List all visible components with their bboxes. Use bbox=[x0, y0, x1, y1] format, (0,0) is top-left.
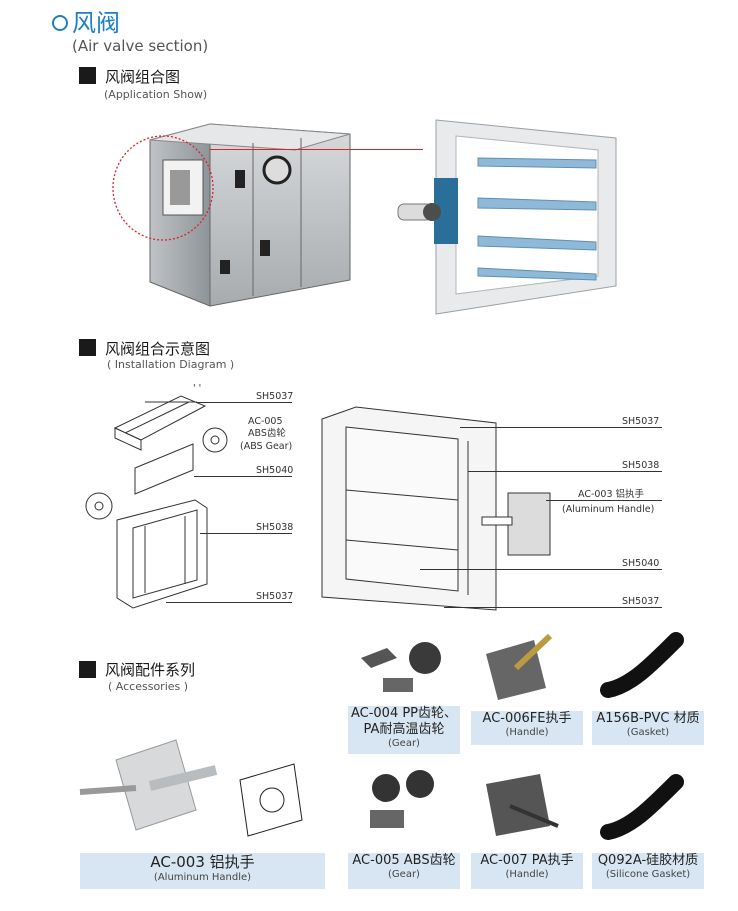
caption-title: Q092A-硅胶材质 bbox=[597, 853, 699, 868]
leader-line bbox=[546, 500, 662, 501]
section-subtitle-application: (Application Show) bbox=[104, 88, 208, 101]
ac006fe-handle-image bbox=[486, 633, 553, 700]
caption-ac003: AC-003 铝执手 (Aluminum Handle) bbox=[80, 853, 325, 889]
caption-subtitle: (Silicone Gasket) bbox=[605, 869, 691, 880]
leader-line bbox=[166, 602, 292, 603]
section-title-application: 风阀组合图 bbox=[105, 68, 181, 86]
section-marker-icon bbox=[79, 67, 96, 84]
leader-line bbox=[200, 533, 292, 534]
page-title: 风阀 bbox=[72, 9, 120, 37]
section-subtitle-installation: ( Installation Diagram ) bbox=[107, 358, 235, 371]
caption-title: AC-004 PP齿轮、PA耐高温齿轮 bbox=[350, 706, 458, 737]
label-ac003-en: (Aluminum Handle) bbox=[562, 504, 655, 515]
label-ac005: AC-005 bbox=[248, 416, 283, 427]
label-right-sh5037-top: SH5037 bbox=[622, 416, 660, 427]
ac003-handle-image bbox=[79, 739, 303, 837]
leader-line bbox=[460, 427, 662, 428]
label-ac003: AC-003 铝执手 bbox=[578, 489, 645, 500]
section-title-accessories: 风阀配件系列 bbox=[105, 661, 196, 679]
header-bullet-icon bbox=[52, 15, 68, 31]
leader-line bbox=[420, 569, 662, 570]
caption-subtitle: (Gear) bbox=[388, 869, 420, 880]
caption-subtitle: (Handle) bbox=[505, 727, 549, 738]
caption-subtitle: (Gear) bbox=[388, 738, 420, 749]
caption-ac006fe: AC-006FE执手 (Handle) bbox=[471, 711, 583, 745]
assembled-diagram bbox=[321, 406, 551, 611]
caption-subtitle: (Handle) bbox=[505, 869, 549, 880]
ac007-handle-image bbox=[486, 774, 559, 836]
q092a-gasket-image bbox=[600, 774, 684, 840]
label-sh5037-top: SH5037 bbox=[256, 391, 294, 402]
label-right-sh5037-bottom: SH5037 bbox=[622, 596, 660, 607]
label-right-sh5038: SH5038 bbox=[622, 460, 660, 471]
page-subtitle: (Air valve section) bbox=[72, 37, 209, 55]
caption-q092a: Q092A-硅胶材质 (Silicone Gasket) bbox=[592, 853, 704, 889]
caption-ac004: AC-004 PP齿轮、PA耐高温齿轮 (Gear) bbox=[348, 706, 460, 754]
callout-line bbox=[210, 149, 423, 151]
exploded-diagram bbox=[85, 395, 228, 609]
label-sh5040: SH5040 bbox=[256, 465, 294, 476]
caption-title: AC-005 ABS齿轮 bbox=[352, 853, 456, 868]
caption-title: AC-003 铝执手 bbox=[150, 853, 255, 871]
leader-line bbox=[444, 607, 662, 608]
leader-line bbox=[194, 476, 292, 477]
caption-subtitle: (Aluminum Handle) bbox=[153, 872, 252, 883]
damper-closeup-image bbox=[397, 119, 617, 315]
caption-title: AC-007 PA执手 bbox=[480, 853, 574, 868]
section-marker-icon bbox=[79, 661, 96, 678]
pp-gear-image bbox=[361, 642, 441, 692]
label-sh5037-bottom: SH5037 bbox=[256, 591, 294, 602]
caption-title: AC-006FE执手 bbox=[482, 711, 572, 726]
label-right-sh5040: SH5040 bbox=[622, 558, 660, 569]
leader-line bbox=[196, 402, 292, 403]
air-handling-unit-image bbox=[112, 123, 351, 307]
caption-title: A156B-PVC 材质 bbox=[596, 711, 700, 726]
abs-gear-image bbox=[370, 770, 434, 828]
caption-a156b: A156B-PVC 材质 (Gasket) bbox=[592, 711, 704, 745]
label-abs-gear-en: (ABS Gear) bbox=[240, 441, 293, 452]
leader-line bbox=[468, 471, 662, 472]
caption-ac007: AC-007 PA执手 (Handle) bbox=[471, 853, 583, 889]
section-marker-icon bbox=[79, 339, 96, 356]
section-title-installation: 风阀组合示意图 bbox=[105, 340, 211, 358]
caption-ac005: AC-005 ABS齿轮 (Gear) bbox=[348, 853, 460, 889]
label-abs-gear-cn: ABS齿轮 bbox=[248, 428, 286, 439]
section-subtitle-accessories: ( Accessories ) bbox=[108, 680, 189, 693]
tick-mark: ' ' bbox=[193, 383, 202, 394]
caption-subtitle: (Gasket) bbox=[626, 727, 670, 738]
a156b-gasket-image bbox=[600, 632, 684, 698]
label-sh5038: SH5038 bbox=[256, 522, 294, 533]
